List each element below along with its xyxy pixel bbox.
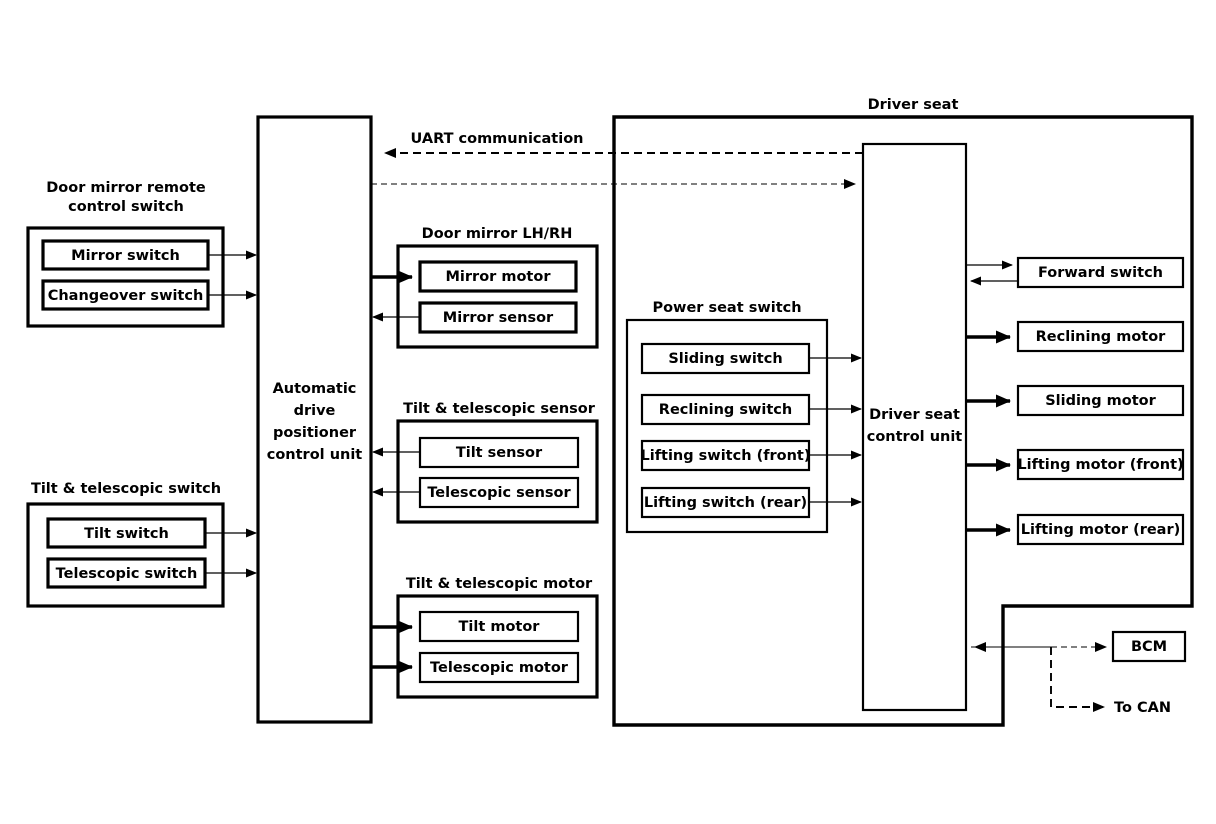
reclining-motor-label: Reclining motor — [1036, 329, 1167, 345]
power-seat-switch-label: Power seat switch — [652, 300, 801, 316]
mirror-switch-box[interactable] — [41, 239, 210, 271]
driver-seat-boundary — [612, 115, 1194, 727]
mirror-motor-box[interactable] — [418, 260, 578, 293]
lifting-switch-front-label: Lifting switch (front) — [641, 448, 811, 464]
telescopic-sensor-box[interactable] — [418, 476, 580, 509]
telescopic-sensor-label: Telescopic sensor — [427, 485, 571, 501]
uart-communication-label: UART communication — [411, 131, 584, 147]
lifting-motor-front-label: Lifting motor (front) — [1017, 457, 1183, 473]
lifting-motor-front-box[interactable] — [1016, 448, 1185, 481]
reclining-switch-label: Reclining switch — [659, 402, 792, 418]
door-mirror-remote-control-switch-label-line2: control switch — [68, 199, 184, 215]
telescopic-motor-label: Telescopic motor — [430, 660, 569, 676]
tilt-switch-label: Tilt switch — [84, 526, 169, 542]
door-mirror-remote-control-switch-label-line1: Door mirror remote — [46, 180, 206, 196]
adp-control-unit-label-line2: drive — [294, 403, 336, 419]
lifting-switch-rear-box[interactable] — [640, 486, 811, 519]
tilt-sensor-box[interactable] — [418, 436, 580, 469]
changeover-switch-label: Changeover switch — [48, 288, 204, 304]
driver-seat-label: Driver seat — [868, 97, 959, 113]
bcm-label: BCM — [1131, 639, 1167, 655]
tilt-motor-label: Tilt motor — [459, 619, 541, 635]
adp-control-unit-label-line4: control unit — [267, 447, 363, 463]
lifting-motor-rear-label: Lifting motor (rear) — [1021, 522, 1181, 538]
telescopic-switch-box[interactable] — [46, 557, 207, 589]
adp-control-unit-label-line3: positioner — [273, 425, 357, 441]
to-can-line — [1050, 647, 1105, 712]
tilt-telescopic-sensor-label: Tilt & telescopic sensor — [403, 401, 596, 417]
tilt-telescopic-motor-label: Tilt & telescopic motor — [406, 576, 593, 592]
driver-seat-control-unit-label-line1: Driver seat — [869, 407, 960, 423]
mirror-sensor-label: Mirror sensor — [443, 310, 554, 326]
tilt-sensor-label: Tilt sensor — [456, 445, 543, 461]
door-mirror-lh-rh-label: Door mirror LH/RH — [422, 226, 573, 242]
sliding-motor-box[interactable] — [1016, 384, 1185, 417]
tilt-switch-box[interactable] — [46, 517, 207, 549]
driver-seat-control-unit[interactable] — [861, 142, 968, 712]
sliding-switch-box[interactable] — [640, 342, 811, 375]
telescopic-switch-label: Telescopic switch — [56, 566, 198, 582]
automatic-drive-positioner-control-unit[interactable] — [256, 115, 373, 724]
bcm-box[interactable] — [1111, 630, 1187, 663]
sliding-motor-label: Sliding motor — [1045, 393, 1156, 409]
lifting-switch-rear-label: Lifting switch (rear) — [644, 495, 807, 511]
telescopic-motor-box[interactable] — [418, 651, 580, 684]
tilt-motor-box[interactable] — [418, 610, 580, 643]
to-can-label: To CAN — [1114, 700, 1171, 716]
sliding-switch-label: Sliding switch — [668, 351, 782, 367]
lifting-switch-front-box[interactable] — [640, 439, 811, 472]
driver-seat-control-unit-label-line2: control unit — [867, 429, 963, 445]
tilt-telescopic-switch-label: Tilt & telescopic switch — [31, 481, 221, 497]
adp-control-unit-label-line1: Automatic — [273, 381, 357, 397]
mirror-motor-label: Mirror motor — [446, 269, 552, 285]
reclining-motor-box[interactable] — [1016, 320, 1185, 353]
forward-switch-label: Forward switch — [1038, 265, 1163, 281]
forward-switch-box[interactable] — [1016, 256, 1185, 289]
mirror-switch-label: Mirror switch — [71, 248, 180, 264]
lifting-motor-rear-box[interactable] — [1016, 513, 1185, 546]
